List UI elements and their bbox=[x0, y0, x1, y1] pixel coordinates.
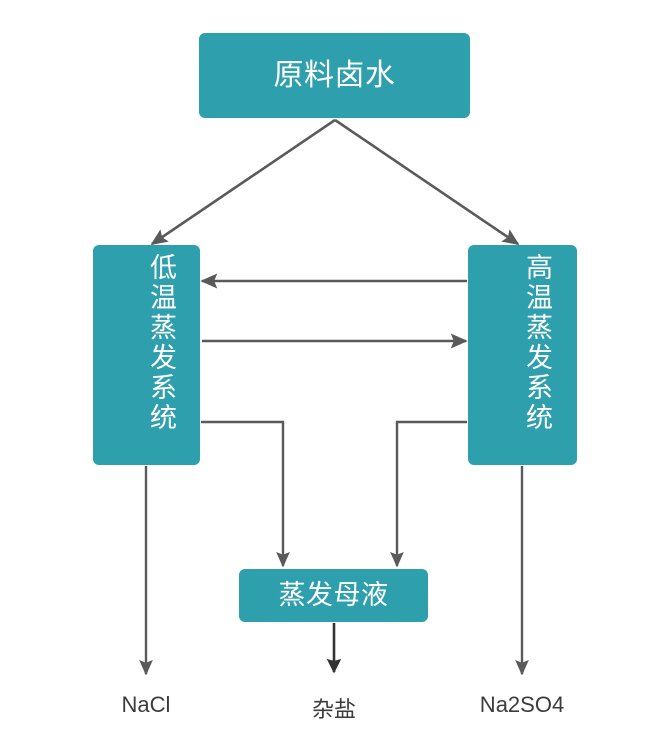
node-high-temp-evaporation-label: 高温蒸发系统 bbox=[522, 253, 552, 433]
output-label-na2so4: Na2SO4 bbox=[479, 692, 565, 717]
output-label-nacl: NaCl bbox=[121, 692, 171, 717]
node-raw-brine[interactable]: 原料卤水 bbox=[199, 33, 470, 118]
edge-low-temp-to-mother-liquor bbox=[201, 420, 290, 568]
node-low-temp-evaporation[interactable]: 低温蒸发系统 bbox=[93, 245, 200, 465]
node-mother-liquor[interactable]: 蒸发母液 bbox=[239, 569, 428, 622]
node-low-temp-evaporation-label: 低温蒸发系统 bbox=[146, 253, 176, 433]
node-high-temp-evaporation[interactable]: 高温蒸发系统 bbox=[468, 245, 577, 465]
edge-raw-brine-to-low-temp bbox=[150, 118, 336, 246]
node-mother-liquor-label: 蒸发母液 bbox=[278, 579, 389, 610]
output-label-mixed-salt: 杂盐 bbox=[311, 697, 357, 722]
edge-raw-brine-to-high-temp bbox=[334, 118, 520, 246]
node-raw-brine-label: 原料卤水 bbox=[273, 58, 396, 92]
edge-high-temp-to-mother-liquor bbox=[390, 420, 467, 568]
